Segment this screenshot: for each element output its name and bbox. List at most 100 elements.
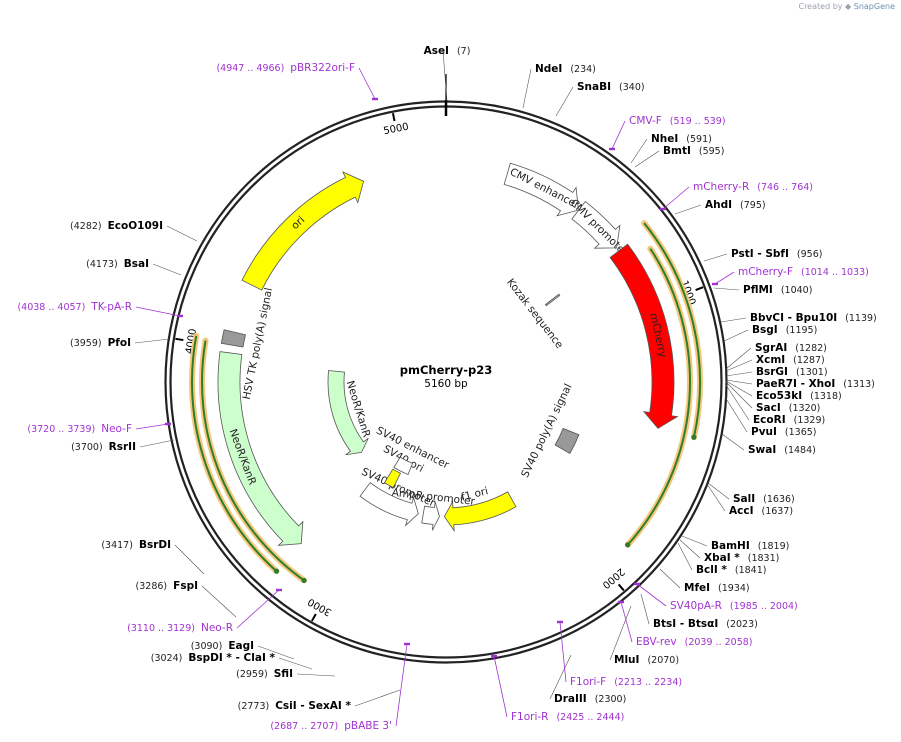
site-label: BbvCI - Bpu10I(1139) (750, 312, 877, 324)
site-label: SalI (1636) (733, 493, 795, 505)
feature-label: Kozak sequence (504, 276, 565, 350)
site-leader-line (674, 204, 702, 215)
site-name: SfiI (274, 668, 293, 680)
site-label: BclI *(1841) (696, 564, 766, 576)
site-label: (4282) EcoO109I (70, 220, 163, 232)
primer-name: mCherry-R (693, 181, 749, 193)
site-leader-line (278, 657, 313, 670)
site-leader-line (640, 593, 650, 625)
site-leader-line (725, 347, 752, 370)
site-position: (1040) (781, 285, 813, 296)
site-position: (2773) (238, 701, 270, 712)
site-label: PflMI (1040) (743, 284, 812, 296)
feature-ori (241, 171, 365, 291)
primer-label: (3110 .. 3129)Neo-R (127, 622, 233, 634)
primer-label: CMV-F(519 .. 539) (629, 115, 726, 127)
primer-leader-line (636, 583, 667, 607)
site-label: XbaI *(1831) (704, 552, 779, 564)
site-position: (2023) (726, 619, 758, 630)
site-label: (3286)FspI (136, 580, 198, 592)
tick-label: 5000 (383, 122, 410, 138)
site-position: (1365) (785, 427, 817, 438)
site-position: (340) (619, 82, 645, 93)
site-position: (1819) (758, 541, 790, 552)
site-leader-line (522, 68, 532, 109)
feature-sv40-ori (383, 468, 402, 489)
site-name: XcmI (756, 354, 785, 366)
primer-marker (404, 642, 410, 646)
site-label: (2773) CsiI - SexAI * (238, 700, 352, 712)
primer-name: F1ori-F (570, 676, 606, 688)
site-label: PaeR7I - XhoI(1313) (756, 378, 875, 390)
site-position: (2300) (595, 694, 627, 705)
primer-leader-line (236, 589, 280, 629)
site-leader-line (634, 150, 660, 168)
orf-arrowhead (273, 568, 280, 574)
primer-leader-line (714, 271, 735, 285)
primer-marker (634, 582, 640, 586)
site-label: BtsI - BtsαI(2023) (653, 618, 758, 630)
site-label: (3959)PfoI (70, 337, 131, 349)
site-name: CsiI - SexAI * (275, 700, 351, 712)
primer-marker (491, 654, 497, 658)
feature-sv40-promoter (359, 482, 419, 527)
center-label: pmCherry-p23 5160 bp (400, 363, 493, 390)
primer-label: EBV-rev(2039 .. 2058) (636, 636, 753, 648)
primer-marker (276, 588, 282, 592)
primer-marker (660, 207, 666, 211)
primer-name: pBR322ori-F (290, 62, 355, 74)
site-leader-line (609, 605, 632, 661)
site-name: BsgI (752, 324, 778, 336)
site-leader-line (549, 654, 572, 700)
site-leader-line (725, 359, 753, 372)
feature-cmv-enhancer (503, 162, 579, 217)
primer-name: mCherry-F (738, 266, 793, 278)
site-label: (3417)BsrDI (101, 539, 171, 551)
site-leader-line (725, 381, 753, 409)
site-leader-line (166, 225, 198, 242)
watermark-prefix: Created by (798, 2, 843, 11)
site-label: PstI - SbfI (956) (731, 248, 822, 260)
site-name: EcoO109I (108, 220, 163, 232)
site-position: (1313) (843, 379, 875, 390)
orf-line (643, 222, 701, 438)
site-name: SalI (733, 493, 755, 505)
site-position: (1636) (763, 494, 795, 505)
site-position: (956) (797, 249, 823, 260)
primer-marker (618, 600, 624, 604)
site-leader-line (442, 50, 448, 102)
tick-label: 2000 (600, 565, 627, 590)
site-label: (4173)BsaI (86, 258, 149, 270)
tick-mark (311, 613, 317, 622)
site-position: (4282) (70, 221, 102, 232)
primer-position: (3720 .. 3739) (27, 424, 95, 435)
plasmid-size: 5160 bp (424, 378, 468, 390)
primer-position: (2687 .. 2707) (270, 721, 338, 732)
site-position: (1320) (789, 403, 821, 414)
site-position: (1484) (784, 445, 816, 456)
site-position: (1282) (795, 343, 827, 354)
primer-leader-line (358, 67, 376, 100)
site-name: BsrDI (139, 539, 171, 551)
site-name: BsrGI (756, 366, 788, 378)
site-name: PflMI (743, 284, 773, 296)
site-leader-line (296, 673, 336, 677)
primer-leader-line (662, 186, 690, 210)
site-position: (1637) (761, 506, 793, 517)
primer-position: (3110 .. 3129) (127, 623, 195, 634)
orf-line (191, 335, 278, 572)
site-position: (3959) (70, 338, 102, 349)
site-name: PstI - SbfI (731, 248, 789, 260)
site-position: (3024) (151, 653, 183, 664)
site-label: (2959)SfiI (236, 668, 293, 680)
site-label: MluI(2070) (614, 654, 679, 666)
site-label: EcoRI(1329) (753, 414, 825, 426)
primer-marker (165, 422, 171, 426)
site-position: (3700) (71, 442, 103, 453)
site-name: PvuI (751, 426, 777, 438)
site-leader-line (725, 379, 753, 385)
site-leader-line (555, 86, 574, 117)
feature-mcherry (609, 243, 679, 429)
site-leader-line (679, 539, 701, 559)
